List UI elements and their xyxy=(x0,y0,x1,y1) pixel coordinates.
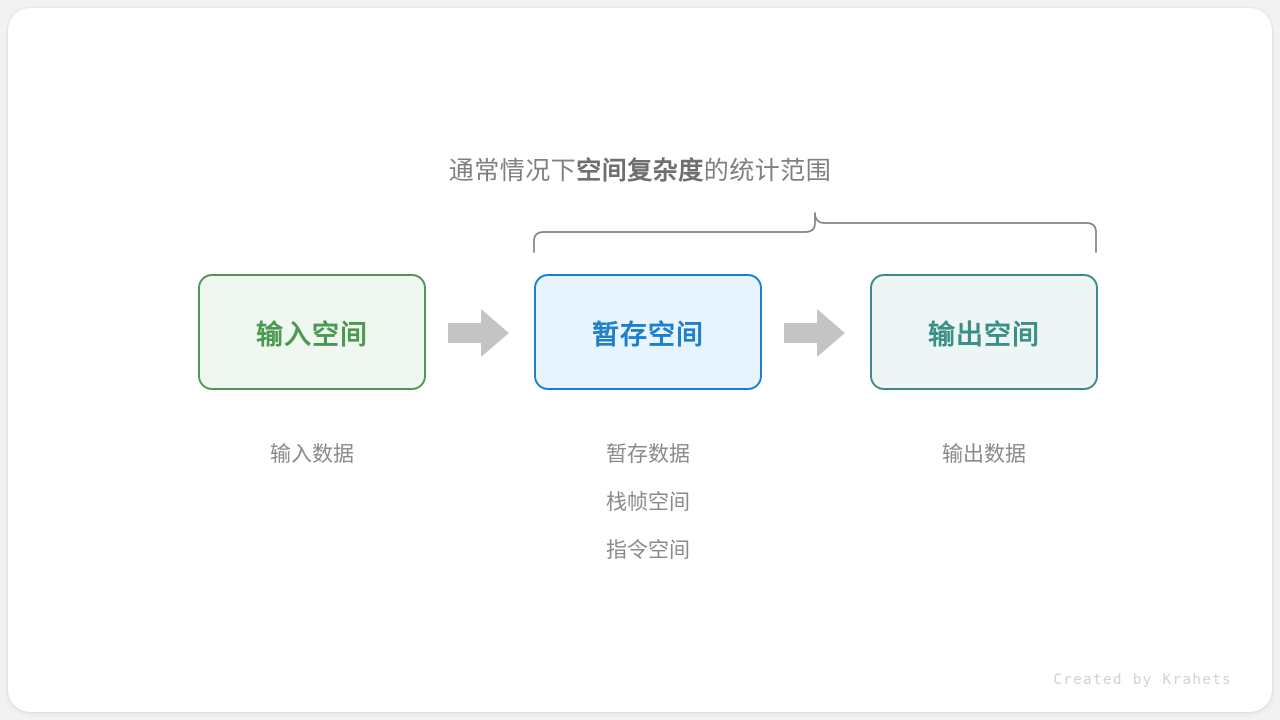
caption-line: 输出数据 xyxy=(942,443,1026,466)
node-input-space-label: 输入空间 xyxy=(256,319,368,350)
caption-line: 暂存数据 xyxy=(606,443,690,466)
node-input-space[interactable]: 输入空间 xyxy=(198,274,426,390)
node-output-space-label: 输出空间 xyxy=(928,319,1040,350)
heading-suffix: 的统计范围 xyxy=(703,157,832,185)
heading-emphasis: 空间复杂度 xyxy=(576,157,704,185)
caption-line: 指令空间 xyxy=(606,539,690,562)
node-buffer-space-label: 暂存空间 xyxy=(592,319,704,350)
arrow-right-icon-2 xyxy=(784,308,846,363)
heading-prefix: 通常情况下 xyxy=(448,157,577,185)
node-output-space[interactable]: 输出空间 xyxy=(870,274,1098,390)
diagram-card: 通常情况下空间复杂度的统计范围 输入空间 暂存空间 输出空间 输入数据 暂存数据… xyxy=(8,8,1272,712)
caption-line: 输入数据 xyxy=(270,443,354,466)
caption-input-group: 输入数据 xyxy=(192,431,432,479)
diagram-heading: 通常情况下空间复杂度的统计范围 xyxy=(8,151,1272,187)
node-buffer-space[interactable]: 暂存空间 xyxy=(534,274,762,390)
footer-credit: Created by Krahets xyxy=(1053,672,1232,688)
caption-output-group: 输出数据 xyxy=(864,431,1104,479)
brace-icon xyxy=(523,204,1113,269)
caption-line: 栈帧空间 xyxy=(606,491,690,514)
arrow-right-icon-1 xyxy=(448,308,510,363)
caption-buffer-group: 暂存数据 栈帧空间 指令空间 xyxy=(528,431,768,575)
